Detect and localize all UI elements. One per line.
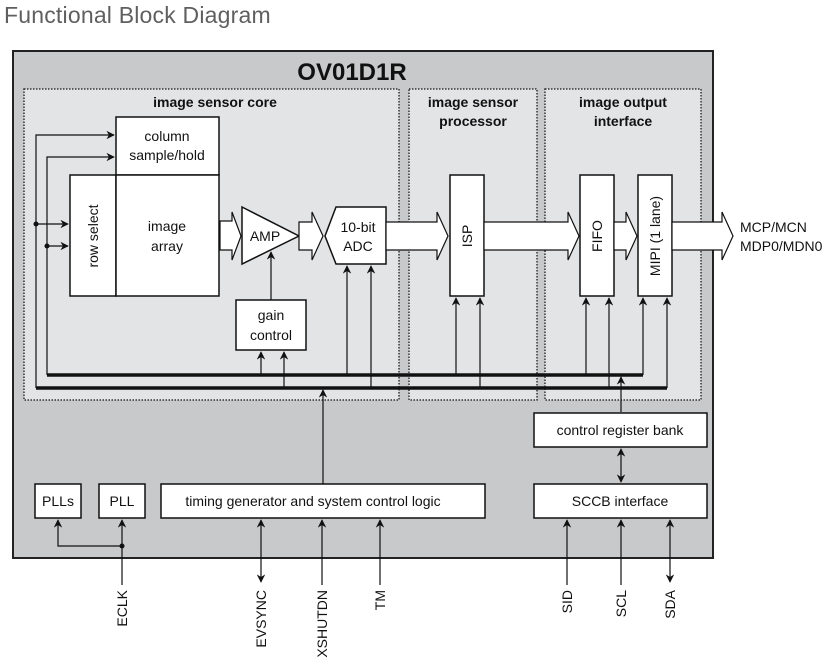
data-arrow-amp-to-adc [298,211,324,261]
sccb-interface-label: SCCB interface [572,493,669,509]
pll-label: PLL [110,493,135,509]
fifo-block [579,174,615,297]
sccb-interface-block [533,483,708,519]
junction-dot [44,243,50,249]
fifo-label: FIFO [589,220,605,252]
pin-label-evsync: EVSYNC [253,590,269,648]
isp-label: ISP [459,225,475,248]
row-select-block [69,174,117,297]
image-array-block [115,174,220,297]
data-arrow-fifo-to-mipi [613,211,638,261]
adc-label-1: 10-bit [340,219,375,235]
region-core-label: image sensor core [153,94,277,110]
pin-label-scl: SCL [613,590,629,617]
timing-generator-label: timing generator and system control logi… [185,493,440,509]
data-arrow-output [671,211,734,261]
column-sample-hold-block [115,116,220,176]
image-array-label-2: array [151,238,183,254]
region-processor-label-1: image sensor [428,94,519,110]
chip-name: OV01D1R [297,59,406,86]
gain-control-label-2: control [250,327,292,343]
eclk-junction-dot [119,543,125,549]
image-array-label-1: image [148,218,186,234]
amp-block [241,205,301,266]
pin-label-xshutdn: XSHUTDN [314,590,330,658]
timing-generator-block [160,483,486,519]
left-control-lines [35,130,115,388]
control-register-bank-block [533,412,708,448]
amp-label: AMP [250,228,280,244]
pin-label-sid: SID [559,590,575,613]
data-arrow-array-to-amp [219,211,242,261]
output-signal-2: MDP0/MDN0 [740,238,823,254]
page-title: Functional Block Diagram [4,2,271,28]
plls-block [34,483,82,519]
mipi-label: MIPI (1 lane) [647,196,663,276]
column-sample-hold-label-2: sample/hold [129,147,205,163]
row-select-label: row select [85,204,101,267]
output-signal-1: MCP/MCN [740,219,807,235]
eclk-lines [53,519,127,585]
pin-label-sda: SDA [662,589,678,618]
plls-label: PLLs [42,493,74,509]
adc-label-2: ADC [343,238,373,254]
junction-dot [33,221,39,227]
region-output-label-1: image output [579,94,667,110]
pin-label-tm: TM [372,590,388,610]
adc-block [324,206,387,265]
column-sample-hold-label-1: column [144,128,189,144]
gain-control-label-1: gain [258,307,284,323]
data-arrow-isp-to-fifo [483,211,580,261]
mipi-block [637,174,673,297]
pin-label-eclk: ECLK [114,589,130,626]
data-arrow-adc-to-isp [385,211,449,261]
bus-taps [256,265,672,485]
pin-lines [256,519,675,585]
region-processor-label-2: processor [439,113,507,129]
control-register-bank-label: control register bank [557,422,685,438]
region-output-label-2: interface [594,113,653,129]
pll-block [98,483,146,519]
